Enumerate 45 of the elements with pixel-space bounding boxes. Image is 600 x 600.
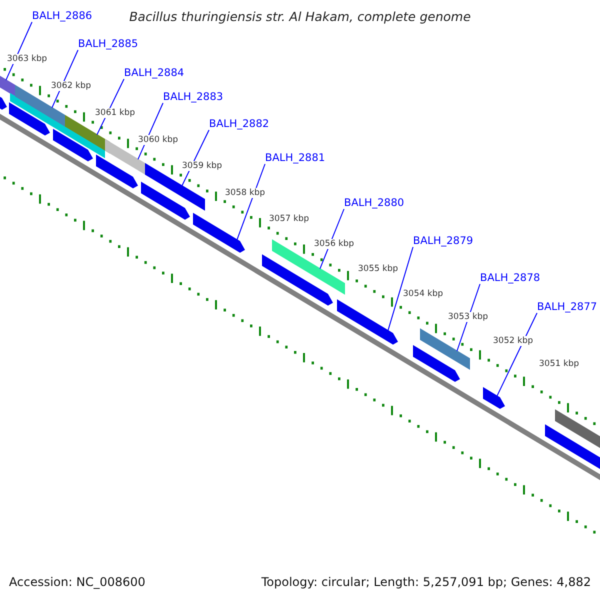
leader-line xyxy=(456,284,480,352)
position-label: 3057 kbp xyxy=(269,214,310,224)
gene-label: BALH_2881 xyxy=(265,152,326,164)
leader-line xyxy=(236,164,266,240)
gene-label: BALH_2885 xyxy=(78,38,138,50)
position-label: 3055 kbp xyxy=(358,264,398,274)
position-label: 3059 kbp xyxy=(182,161,222,171)
position-label: 3052 kbp xyxy=(493,336,534,346)
position-label: 3058 kbp xyxy=(225,188,266,198)
position-label: 3053 kbp xyxy=(448,312,488,322)
gene-label: BALH_2880 xyxy=(344,197,404,209)
gene-label: BALH_2884 xyxy=(124,67,184,79)
gene-feature xyxy=(193,212,245,253)
footer-text: Accession: NC_008600 xyxy=(9,575,146,589)
position-label: 3062 kbp xyxy=(51,81,92,91)
map-title: Bacillus thuringiensis str. Al Hakam, complete genome xyxy=(129,9,471,24)
gene-label: BALH_2879 xyxy=(413,235,474,247)
gene-label: BALH_2878 xyxy=(480,272,540,284)
gene-feature xyxy=(337,299,398,345)
gene-label: BALH_2883 xyxy=(163,91,224,103)
position-label: 3051 kbp xyxy=(539,359,580,369)
position-label: 3060 kbp xyxy=(138,135,178,145)
gene-label: BALH_2886 xyxy=(32,10,92,22)
gene-feature xyxy=(0,96,7,110)
gene-feature xyxy=(9,102,50,136)
position-label: 3056 kbp xyxy=(314,239,354,249)
gene-feature xyxy=(141,182,190,220)
position-label: 3063 kbp xyxy=(7,54,48,64)
gene-label: BALH_2877 xyxy=(537,301,598,313)
position-label: 3054 kbp xyxy=(403,289,444,299)
gene-feature xyxy=(555,409,600,448)
footer-text: Topology: circular; Length: 5,257,091 bp; Genes: 4,882 xyxy=(261,575,591,589)
position-label: 3061 kbp xyxy=(95,108,136,118)
leader-line xyxy=(496,312,538,397)
gene-feature xyxy=(483,387,505,409)
gene-feature xyxy=(0,76,15,96)
gene-feature xyxy=(145,163,205,211)
gene-feature xyxy=(413,345,460,382)
gene-feature xyxy=(420,328,470,370)
leader-line xyxy=(388,246,414,332)
gene-label: BALH_2882 xyxy=(209,118,270,130)
gene-feature xyxy=(545,424,600,472)
gene-feature xyxy=(262,254,333,306)
gene-feature xyxy=(53,128,93,162)
gene-feature xyxy=(96,154,138,188)
